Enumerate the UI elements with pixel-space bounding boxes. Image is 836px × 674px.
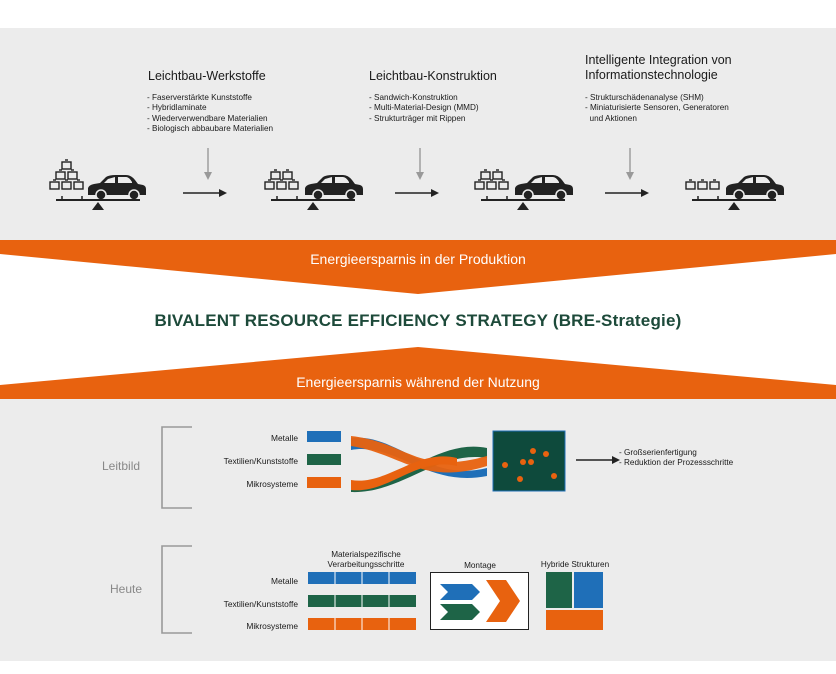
process-steps-heading: Materialspezifische Verarbeitungsschritt… (316, 550, 416, 570)
production-band-label: Energieersparnis in der Produktion (310, 251, 526, 267)
material-label-mikrosysteme: Mikrosysteme (246, 479, 298, 489)
hybrid-part-icon (492, 430, 566, 492)
outcome-item: - Großserienfertigung (619, 448, 697, 457)
bullets-konstruktion: - Sandwich-Konstruktion - Multi-Material… (369, 93, 479, 124)
montage-heading: Montage (464, 561, 496, 570)
right-arrow-icon (394, 188, 440, 198)
heading-line: Materialspezifische (331, 550, 401, 559)
usage-band (0, 347, 836, 399)
material-label-textilien: Textilien/Kunststoffe (223, 456, 298, 466)
hybrid-structures-icon (546, 572, 603, 630)
leitbild-outcomes: - Großserienfertigung - Reduktion der Pr… (619, 448, 733, 469)
heading-leichtbau-konstruktion: Leichtbau-Konstruktion (369, 69, 497, 83)
bullet-item: - Wiederverwendbare Materialien (147, 113, 268, 123)
material-label-metalle: Metalle (271, 576, 298, 586)
row-label-leitbild: Leitbild (102, 459, 141, 473)
bottom-panel (0, 399, 836, 661)
material-label-mikrosysteme: Mikrosysteme (246, 621, 298, 631)
bullet-item: - Strukturschädenanalyse (SHM) (585, 93, 704, 102)
bullet-item: - Biologisch abbaubare Materialien (147, 124, 274, 134)
scale-icon-heavy (49, 159, 147, 211)
heading-line: Verarbeitungsschritte (327, 560, 405, 569)
down-arrow-icon (625, 147, 635, 181)
bullet-item: und Aktionen (585, 113, 637, 123)
material-label-metalle: Metalle (271, 433, 298, 443)
row-label-heute: Heute (110, 582, 143, 596)
bullet-item: - Sandwich-Konstruktion (369, 93, 458, 102)
usage-band-label: Energieersparnis während der Nutzung (296, 374, 540, 390)
scale-icon-lightest (685, 174, 785, 211)
heading-leichtbau-werkstoffe: Leichtbau-Werkstoffe (148, 69, 266, 83)
bullet-item: - Strukturträger mit Rippen (369, 113, 466, 123)
top-panel (0, 28, 836, 241)
process-step-bars (308, 572, 416, 630)
right-arrow-icon (604, 188, 650, 198)
page-title: BIVALENT RESOURCE EFFICIENCY STRATEGY (B… (154, 311, 682, 330)
bullet-item: - Multi-Material-Design (MMD) (369, 103, 479, 113)
bullets-integration: - Strukturschädenanalyse (SHM) - Miniatu… (585, 93, 729, 124)
montage-icon (430, 572, 529, 630)
bracket-heute (161, 545, 192, 634)
bullet-item: - Hybridlaminate (147, 103, 207, 113)
production-band (0, 240, 836, 294)
heading-line: Intelligente Integration von (585, 53, 732, 67)
leitbild-material-flow (307, 431, 487, 493)
bullet-item: - Faserverstärkte Kunststoffe (147, 93, 252, 102)
bullet-item: - Miniaturisierte Sensoren, Generatoren (585, 103, 729, 113)
bracket-leitbild (161, 426, 192, 509)
bullets-werkstoffe: - Faserverstärkte Kunststoffe - Hybridla… (147, 93, 273, 135)
down-arrow-icon (415, 147, 425, 181)
down-arrow-icon (203, 147, 213, 181)
right-arrow-icon (182, 188, 228, 198)
scale-icon-light (474, 169, 574, 211)
heading-line: Informationstechnologie (585, 68, 718, 82)
hybrid-structures-heading: Hybride Strukturen (540, 560, 610, 569)
heading-intelligente-integration: Intelligente Integration von Information… (585, 53, 732, 83)
scale-icon-medium (264, 169, 364, 211)
outcome-item: - Reduktion der Prozessschritte (619, 458, 734, 468)
material-label-textilien: Textilien/Kunststoffe (223, 599, 298, 609)
